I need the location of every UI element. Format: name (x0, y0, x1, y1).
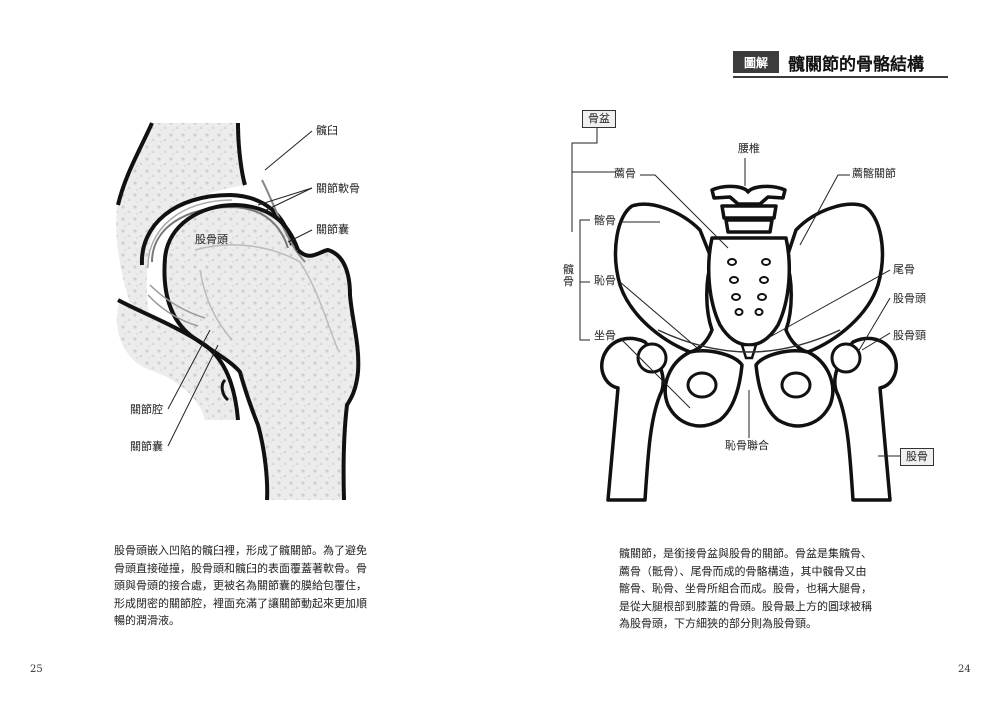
page-number-right: 24 (958, 664, 971, 675)
label-coxal-bone: 髖骨 (563, 263, 574, 288)
label-sacrum: 薦骨 (614, 167, 636, 180)
label-ilium: 髂骨 (594, 214, 616, 227)
left-femur (600, 336, 665, 502)
label-joint-cavity: 關節腔 (130, 403, 163, 416)
title-rule (733, 76, 948, 78)
label-femoral-head-left: 股骨頭 (195, 233, 228, 246)
label-ischium: 坐骨 (594, 329, 616, 342)
label-lumbar: 腰椎 (738, 142, 760, 155)
sacrum (707, 236, 791, 347)
femur-bone (164, 205, 360, 500)
label-coccyx: 尾骨 (893, 263, 915, 276)
label-pubic-symphysis: 恥骨聯合 (725, 439, 769, 452)
label-articular-cartilage: 關節軟骨 (316, 182, 360, 195)
lumbar-vertebra (710, 184, 787, 206)
label-acetabulum: 髖臼 (316, 124, 338, 137)
label-sacroiliac-joint: 薦髂關節 (852, 167, 896, 180)
page-number-left: 25 (30, 664, 43, 675)
right-ilium (784, 202, 885, 354)
page-title: 髖關節的骨骼結構 (788, 55, 924, 75)
label-pubis: 恥骨 (594, 274, 616, 287)
acetabulum-bone (116, 123, 245, 320)
right-paragraph: 髖關節，是銜接骨盆與股骨的關節。骨盆是集髖骨、 薦骨（骶骨）、尾骨而成的骨骼構造… (619, 547, 872, 630)
label-joint-capsule-upper: 關節囊 (316, 223, 349, 236)
left-ilium (613, 202, 714, 354)
ischium-bone (116, 300, 238, 420)
right-femur (833, 336, 898, 502)
label-femoral-head-right: 股骨頭 (893, 292, 926, 305)
section-badge: 圖解 (733, 51, 779, 73)
label-femoral-neck: 股骨頸 (893, 329, 926, 342)
left-paragraph: 股骨頭嵌入凹陷的髖臼裡，形成了髖關節。為了避免 骨頭直接碰撞，股骨頭和髖臼的表面… (114, 544, 367, 627)
label-pelvis-box: 骨盆 (582, 110, 616, 129)
label-joint-capsule-lower: 關節囊 (130, 440, 163, 453)
label-femur-box: 股骨 (900, 448, 934, 467)
